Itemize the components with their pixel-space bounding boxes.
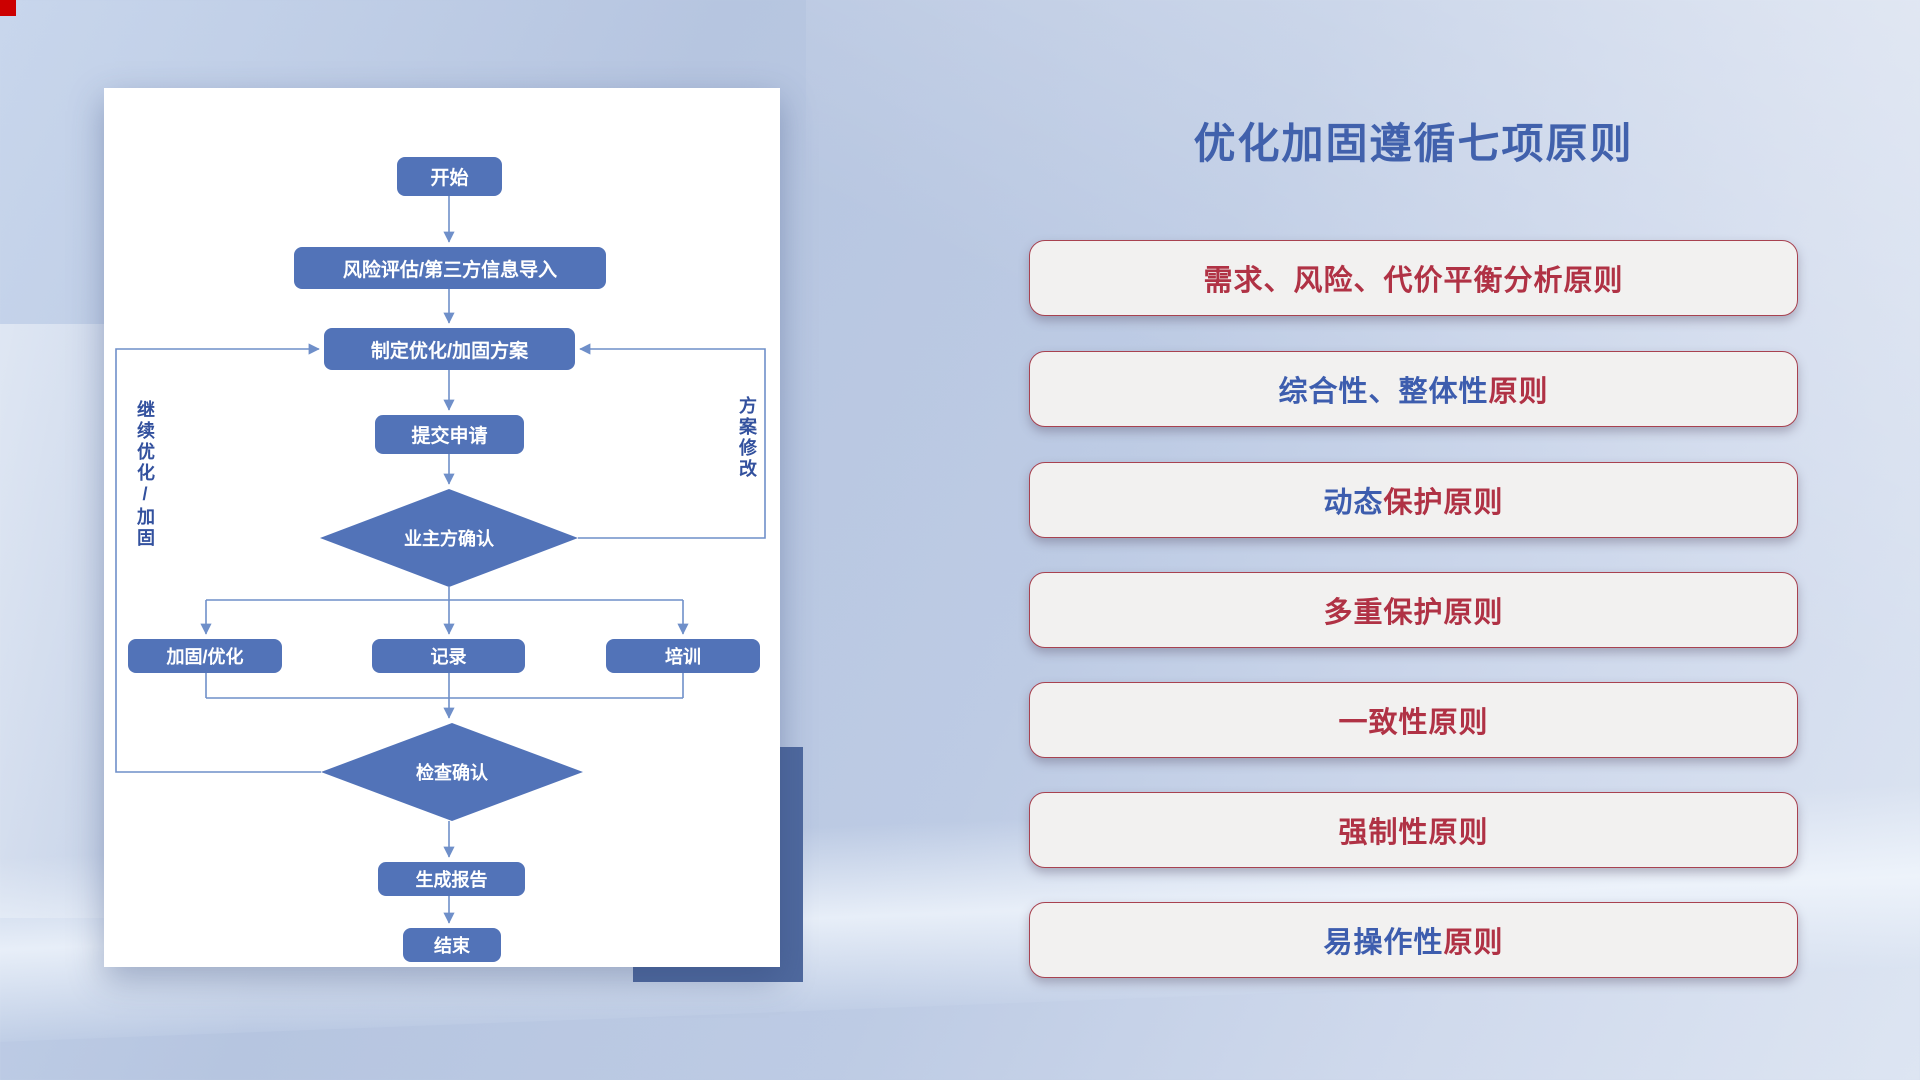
flow-node-start: 开始: [397, 157, 502, 196]
principle-box: 一致性原则: [1029, 682, 1798, 758]
principle-box: 综合性、整体性原则: [1029, 351, 1798, 427]
page-title: 优化加固遵循七项原则: [1193, 120, 1634, 167]
loop-label-right: 方案修改: [737, 396, 757, 480]
principle-box: 易操作性原则: [1029, 902, 1798, 978]
flowchart-card: 开始 风险评估/第三方信息导入 制定优化/加固方案 提交申请 业主方确认 加固/…: [104, 88, 780, 967]
flow-node-harden: 加固/优化: [128, 639, 282, 673]
principle-box: 需求、风险、代价平衡分析原则: [1029, 240, 1798, 316]
flow-node-risk-import: 风险评估/第三方信息导入: [294, 247, 606, 289]
principle-text-red: 原则: [1488, 376, 1549, 408]
loop-label-left: 继续优化/加固: [135, 400, 155, 549]
corner-red-square: [0, 0, 16, 16]
flow-node-training: 培训: [606, 639, 760, 673]
flowchart-connectors: [115, 196, 766, 924]
principle-text-red: 保护原则: [1383, 487, 1504, 519]
principle-box: 强制性原则: [1029, 792, 1798, 868]
principle-text-blue: 综合性、整体性: [1278, 376, 1489, 408]
principle-box: 动态保护原则: [1029, 462, 1798, 538]
flow-node-end: 结束: [403, 928, 501, 962]
principle-text-red: 一致性原则: [1338, 707, 1489, 739]
principle-text-blue: 动态: [1323, 487, 1384, 519]
principle-text-red: 原则: [1443, 927, 1504, 959]
flow-node-record: 记录: [372, 639, 525, 673]
principle-box: 多重保护原则: [1029, 572, 1798, 648]
flow-node-report: 生成报告: [378, 862, 525, 896]
flow-node-submit: 提交申请: [375, 415, 524, 454]
flow-node-make-plan: 制定优化/加固方案: [324, 328, 575, 370]
principle-text-blue: 易操作性: [1323, 927, 1444, 959]
principle-text-red: 多重保护原则: [1323, 597, 1504, 629]
principle-text-red: 强制性原则: [1338, 817, 1489, 849]
principle-text-red: 需求、风险、代价平衡分析原则: [1203, 265, 1624, 297]
principles-list: 需求、风险、代价平衡分析原则 综合性、整体性原则 动态保护原则 多重保护原则 一…: [1029, 240, 1798, 980]
